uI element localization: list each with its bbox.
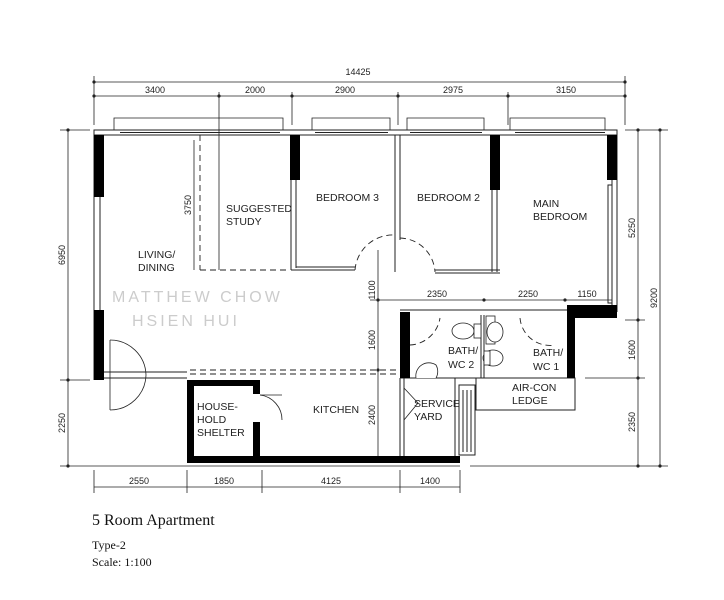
dim-study-depth: 3750	[183, 195, 193, 215]
label-bath1-2: WC 1	[533, 361, 559, 373]
label-aircon-1: AIR-CON	[512, 382, 556, 394]
plan-scale: Scale: 1:100	[92, 555, 152, 569]
dim-left-2: 2250	[57, 413, 67, 433]
label-bedroom-2: BEDROOM 2	[417, 192, 480, 204]
dim-inner-3: 2400	[367, 405, 377, 425]
dim-inner-2: 1600	[367, 330, 377, 350]
doors	[109, 339, 419, 421]
label-study-2: STUDY	[226, 216, 262, 228]
label-shelter-2: HOLD	[197, 414, 227, 426]
dim-right-3: 2350	[627, 412, 637, 432]
dim-left-1: 6950	[57, 245, 67, 265]
sanitary-fixtures	[415, 315, 504, 379]
dim-overall-depth: 9200	[649, 288, 659, 308]
label-shelter-3: SHELTER	[197, 427, 245, 439]
dim-right-2: 1600	[627, 340, 637, 360]
structural-walls	[94, 135, 617, 463]
dim-bottom-1: 2550	[129, 476, 149, 486]
dimension-lines	[60, 76, 668, 493]
label-shelter-1: HOUSE-	[197, 401, 238, 413]
dim-bath-1: 2350	[427, 289, 447, 299]
label-yard-2: YARD	[414, 411, 443, 423]
label-yard-1: SERVICE	[414, 398, 460, 410]
dim-bath-2: 2250	[518, 289, 538, 299]
label-living-1: LIVING/	[138, 249, 175, 261]
label-main-1: MAIN	[533, 198, 559, 210]
dim-right-1: 5250	[627, 218, 637, 238]
label-bath1-1: BATH/	[533, 347, 563, 359]
watermark-line-1: MATTHEW CHOW	[112, 289, 283, 306]
dim-top-3: 2900	[335, 85, 355, 95]
dim-top-1: 3400	[145, 85, 165, 95]
room-labels: LIVING/ DINING SUGGESTED STUDY BEDROOM 3…	[138, 192, 587, 439]
dim-top-2: 2000	[245, 85, 265, 95]
dim-top-5: 3150	[556, 85, 576, 95]
plan-title: 5 Room Apartment	[92, 512, 215, 529]
label-aircon-2: LEDGE	[512, 395, 548, 407]
label-main-2: BEDROOM	[533, 211, 587, 223]
label-study-1: SUGGESTED	[226, 203, 292, 215]
label-bath2-2: WC 2	[448, 359, 474, 371]
dim-bottom-4: 1400	[420, 476, 440, 486]
dim-overall-width: 14425	[345, 67, 370, 77]
label-bedroom-3: BEDROOM 3	[316, 192, 379, 204]
plan-type: Type-2	[92, 538, 126, 552]
dimension-ticks	[66, 80, 662, 468]
label-living-2: DINING	[138, 262, 175, 274]
label-kitchen: KITCHEN	[313, 404, 359, 416]
dim-bath-3: 1150	[577, 289, 596, 299]
dim-top-4: 2975	[443, 85, 463, 95]
watermark-line-2: HSIEN HUI	[132, 313, 240, 330]
dim-bottom-3: 4125	[321, 476, 341, 486]
dim-inner-1: 1100	[367, 280, 377, 299]
label-bath2-1: BATH/	[448, 345, 478, 357]
dim-bottom-2: 1850	[214, 476, 234, 486]
dashed-lines	[190, 135, 556, 375]
window-projections	[113, 117, 606, 130]
